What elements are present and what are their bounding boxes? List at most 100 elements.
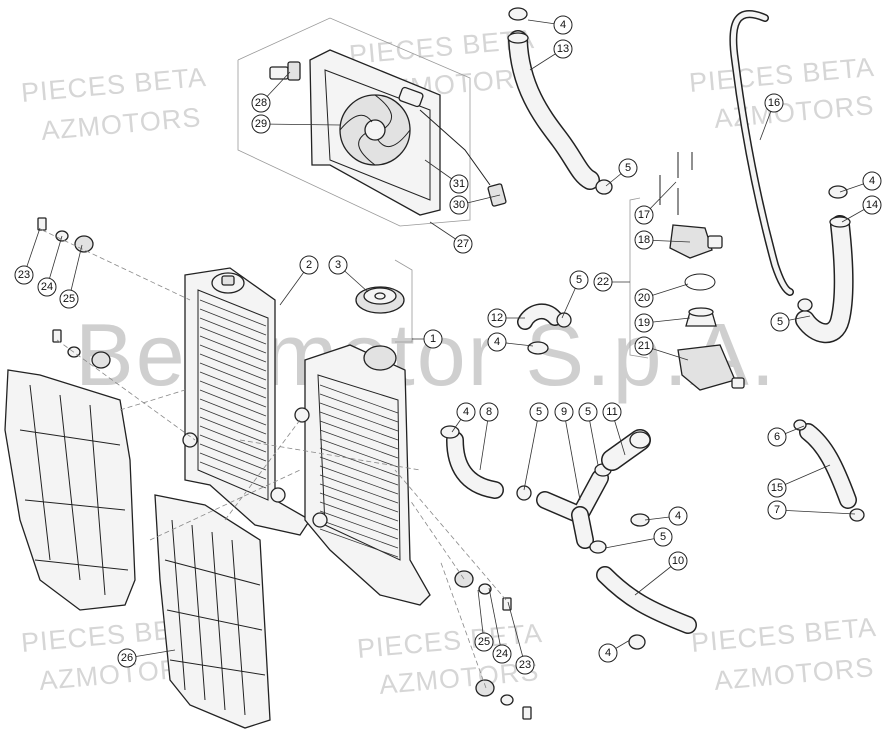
callout-number: 12 <box>491 312 503 324</box>
radiator-left-fins <box>199 299 267 489</box>
thermostat-assembly <box>659 152 745 391</box>
callout-number: 15 <box>771 482 783 494</box>
callout-5: 5 <box>578 402 598 422</box>
callout-31: 31 <box>449 174 469 194</box>
callout-4: 4 <box>598 643 618 663</box>
callout-12: 12 <box>487 308 507 328</box>
callout-4: 4 <box>668 506 688 526</box>
callout-number: 2 <box>306 259 312 271</box>
overflow-tube-16 <box>729 10 794 296</box>
watermark-text: AZMOTORS <box>713 652 876 696</box>
watermark-text: PIECES BETA <box>690 612 878 658</box>
callout-7: 7 <box>767 500 787 520</box>
leader-line <box>523 411 540 491</box>
callout-number: 21 <box>638 340 650 352</box>
callout-21: 21 <box>634 336 654 356</box>
callout-number: 24 <box>41 281 53 293</box>
hose-11 <box>601 429 651 471</box>
callout-5: 5 <box>653 527 673 547</box>
callout-25: 25 <box>474 632 494 652</box>
callout-18: 18 <box>634 230 654 250</box>
watermark-text: PIECES BETA <box>20 62 208 108</box>
leader-line <box>776 509 856 515</box>
callout-8: 8 <box>479 402 499 422</box>
leader-line <box>507 601 526 666</box>
callout-19: 19 <box>634 313 654 333</box>
callout-number: 30 <box>453 199 465 211</box>
radiator-grille-26 <box>154 494 271 729</box>
callout-16: 16 <box>764 93 784 113</box>
callout-number: 8 <box>486 406 492 418</box>
callout-4: 4 <box>862 171 882 191</box>
callout-20: 20 <box>634 288 654 308</box>
radiator-cap-3 <box>355 286 405 314</box>
cooling-fan-assembly <box>309 49 507 216</box>
callout-11: 11 <box>602 402 622 422</box>
callout-24: 24 <box>492 644 512 664</box>
callout-number: 13 <box>557 43 569 55</box>
radiator-left-2 <box>182 267 311 536</box>
elbow-12 <box>517 303 572 355</box>
callout-number: 4 <box>463 406 469 418</box>
watermark-text: PIECES BETA <box>688 52 876 98</box>
radiator-shroud <box>4 369 136 611</box>
leader-line <box>488 587 503 655</box>
callout-4: 4 <box>487 332 507 352</box>
callout-number: 25 <box>63 293 75 305</box>
callout-number: 4 <box>675 510 681 522</box>
callout-25: 25 <box>59 289 79 309</box>
leader-line <box>479 411 490 471</box>
callout-number: 5 <box>576 274 582 286</box>
callout-number: 31 <box>453 178 465 190</box>
callout-2: 2 <box>299 255 319 275</box>
callout-number: 14 <box>866 199 878 211</box>
callout-number: 3 <box>335 259 341 271</box>
watermark-text: AZMOTORS <box>40 102 203 146</box>
callout-number: 18 <box>638 234 650 246</box>
callout-1: 1 <box>423 329 443 349</box>
callout-5: 5 <box>618 158 638 178</box>
fan-sensor <box>269 61 301 81</box>
callout-number: 4 <box>494 336 500 348</box>
callout-9: 9 <box>554 402 574 422</box>
callout-number: 10 <box>672 555 684 567</box>
callout-number: 9 <box>561 406 567 418</box>
callout-6: 6 <box>767 427 787 447</box>
callout-22: 22 <box>593 272 613 292</box>
radiator-right-fins <box>319 384 399 558</box>
callout-number: 17 <box>638 209 650 221</box>
radiator-group-bracket <box>394 259 413 343</box>
callout-23: 23 <box>515 655 535 675</box>
leader-line <box>604 536 664 549</box>
callout-number: 20 <box>638 292 650 304</box>
leader-line <box>563 411 581 501</box>
upper-hose-13 <box>507 7 613 195</box>
callout-24: 24 <box>37 277 57 297</box>
callout-number: 27 <box>457 238 469 250</box>
callout-17: 17 <box>634 205 654 225</box>
callout-number: 5 <box>585 406 591 418</box>
thermostat-group-bracket <box>629 197 649 359</box>
callout-number: 4 <box>869 175 875 187</box>
callout-number: 19 <box>638 317 650 329</box>
watermark-text: PIECES BETA <box>348 24 536 70</box>
callout-number: 5 <box>625 162 631 174</box>
small-hose-15 <box>793 419 865 522</box>
callout-3: 3 <box>328 255 348 275</box>
right-hose-14 <box>795 185 854 344</box>
callout-number: 28 <box>255 97 267 109</box>
callout-number: 23 <box>18 269 30 281</box>
callout-number: 5 <box>777 316 783 328</box>
leader-line <box>260 123 341 126</box>
callout-27: 27 <box>453 234 473 254</box>
callout-15: 15 <box>767 478 787 498</box>
callout-number: 5 <box>536 406 542 418</box>
callout-26: 26 <box>117 648 137 668</box>
callout-number: 25 <box>478 636 490 648</box>
callout-number: 29 <box>255 118 267 130</box>
callout-13: 13 <box>553 39 573 59</box>
callout-number: 5 <box>660 531 666 543</box>
